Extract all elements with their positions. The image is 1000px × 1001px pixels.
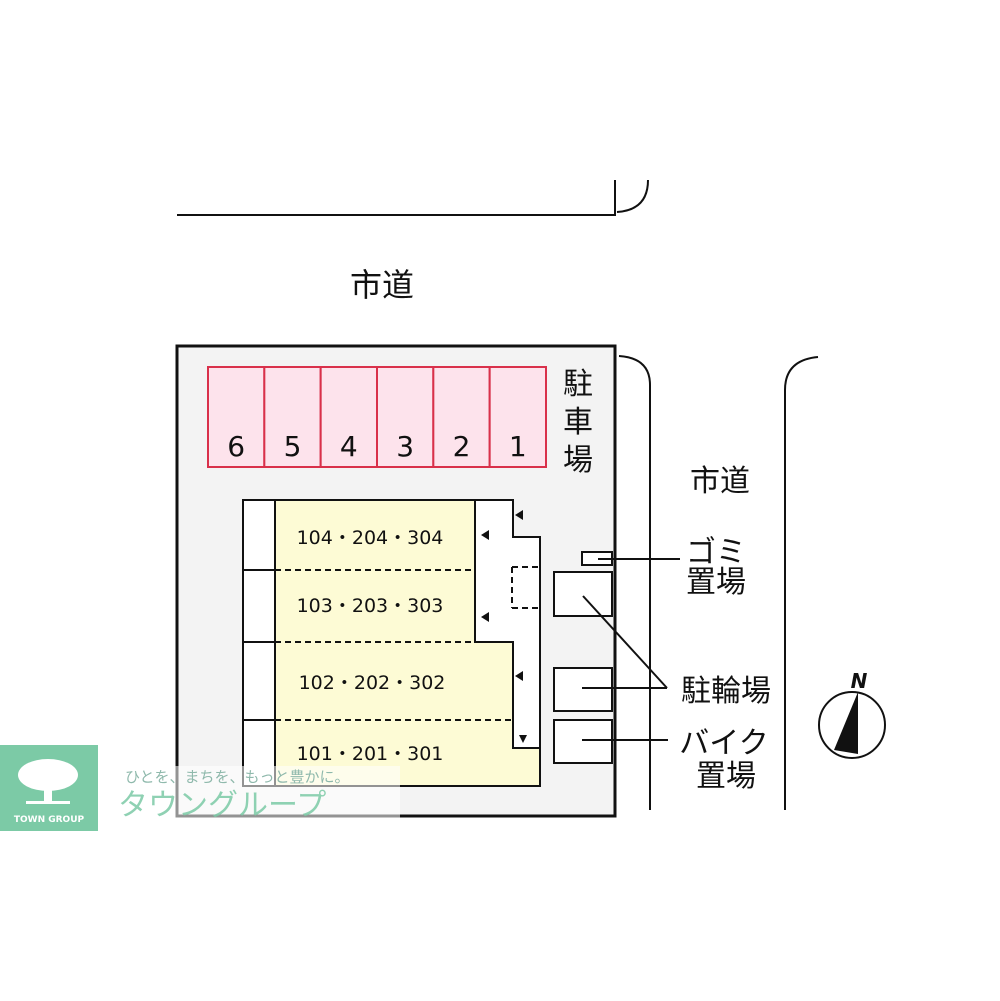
facilities: [553, 551, 680, 764]
parking-label-2: 車: [563, 405, 593, 440]
watermark: TOWN GROUP ひとを、まちを、もっと豊かに。 タウングループ: [0, 745, 400, 831]
tree-icon: [18, 759, 78, 804]
arrow-icon: [519, 735, 527, 743]
unit-label: 102・202・302: [299, 672, 446, 694]
compass-icon: N: [818, 669, 886, 759]
bicycle-box-2: [553, 667, 613, 712]
unit-label: 101・201・301: [297, 743, 444, 765]
logo-text: TOWN GROUP: [14, 815, 85, 825]
parking-slot: [207, 366, 266, 468]
garbage-label-2: 置場: [686, 565, 746, 600]
motorbike-box: [553, 719, 613, 764]
bicycle-label: 駐輪場: [681, 674, 771, 709]
motorbike-label-2: 置場: [696, 759, 756, 794]
parking-label-3: 場: [563, 443, 593, 478]
bicycle-box-1: [553, 571, 613, 617]
arrow-icon: [515, 510, 523, 520]
top-road: [177, 179, 649, 216]
parking-slot-number: 4: [340, 430, 358, 463]
parking-slot-number: 1: [509, 430, 527, 463]
parking-label-1: 駐: [563, 367, 593, 402]
arrow-icon: [515, 671, 523, 681]
garbage-label-1: ゴミ: [686, 535, 746, 570]
building: [242, 499, 541, 787]
brand-text: タウングループ: [118, 788, 326, 823]
stair-outline: [511, 566, 540, 609]
parking-slot: [488, 366, 547, 468]
entrance-arrows: [481, 510, 527, 743]
unit-label: 103・203・303: [297, 595, 444, 617]
arrow-icon: [481, 612, 489, 622]
parking-slot-number: 3: [396, 430, 414, 463]
arrow-icon: [481, 530, 489, 540]
top-road-label: 市道: [350, 266, 414, 304]
parking-slot-number: 5: [284, 430, 302, 463]
parking-slot-number: 2: [453, 430, 471, 463]
unit-label: 104・204・304: [297, 527, 444, 549]
right-road: [618, 355, 819, 810]
leader-lines: [582, 558, 680, 741]
motorbike-label-1: バイク: [679, 726, 768, 761]
corridor: [474, 499, 541, 749]
right-road-label: 市道: [690, 464, 750, 499]
parking-slot: [432, 366, 491, 468]
parking-slot-number: 6: [227, 430, 245, 463]
compass-north-label: N: [851, 669, 868, 693]
parking-slot: [376, 366, 435, 468]
parking-area: 6 5 4 3 2 1: [207, 366, 547, 468]
parking-slot: [263, 366, 322, 468]
slogan-text: ひとを、まちを、もっと豊かに。: [125, 768, 350, 786]
